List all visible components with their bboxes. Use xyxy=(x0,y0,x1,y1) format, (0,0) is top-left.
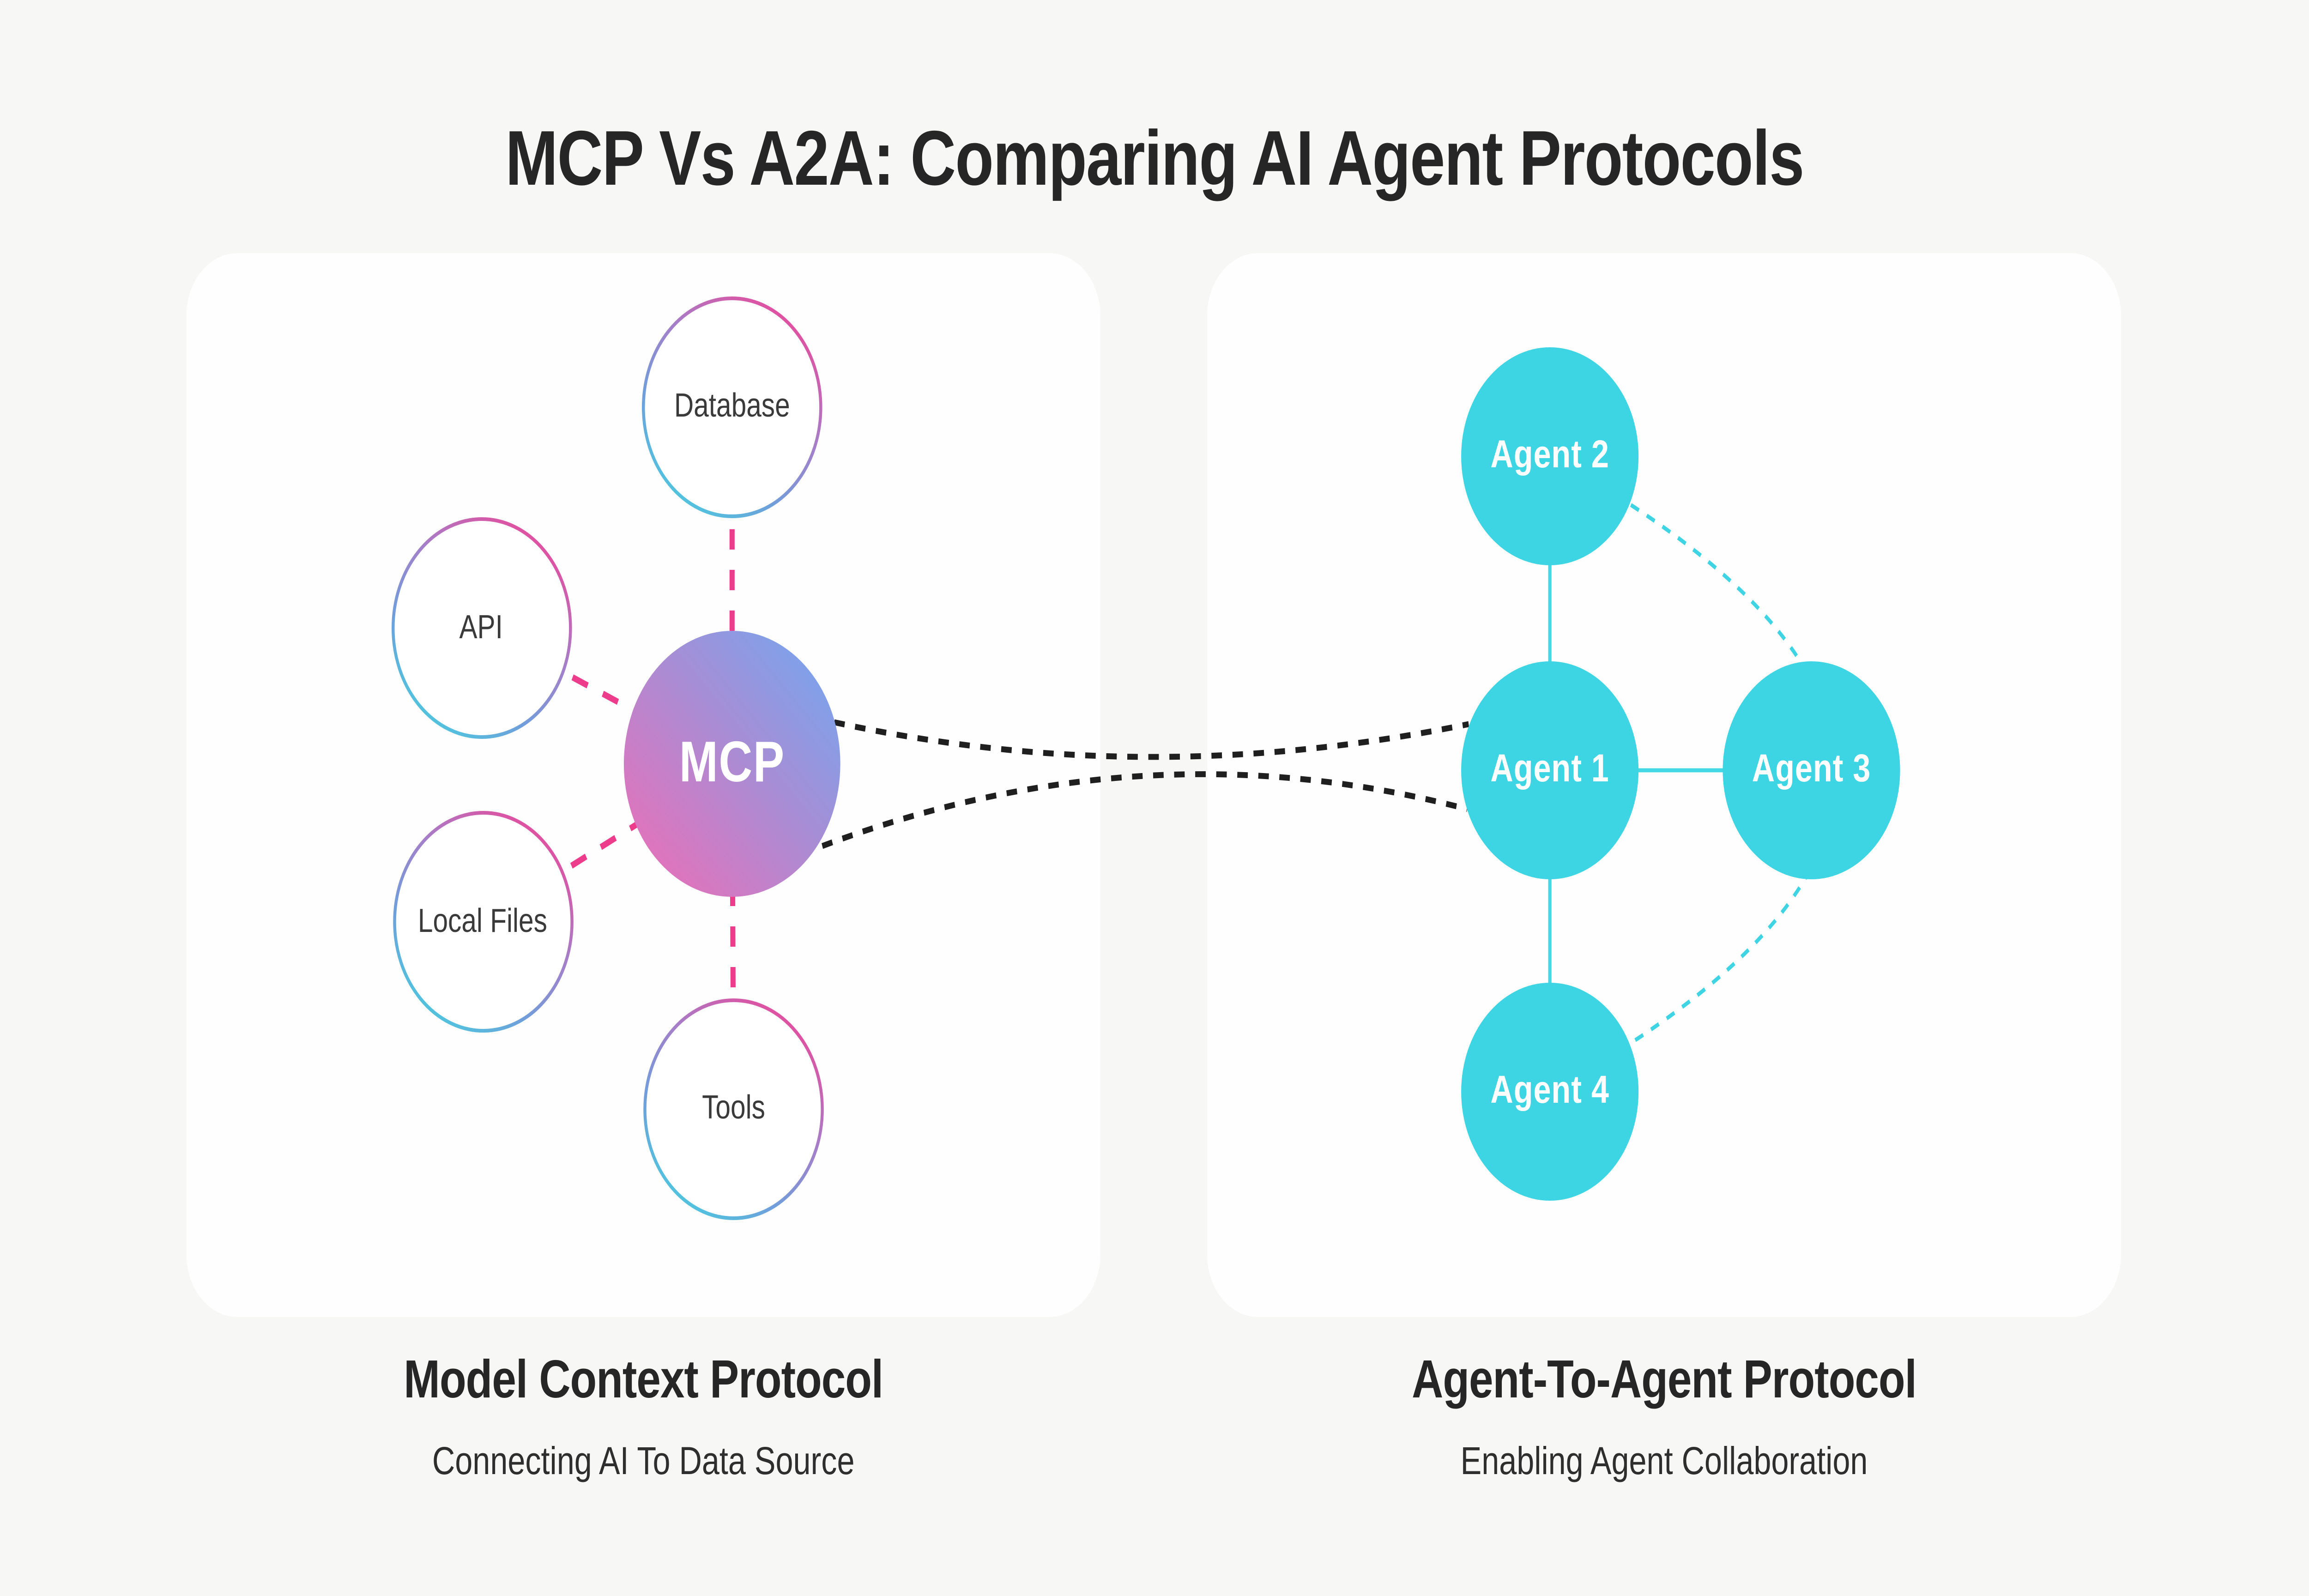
api-label: API xyxy=(459,609,503,646)
agent4-circle xyxy=(1461,983,1639,1201)
left-panel-caption: Model Context Protocol xyxy=(404,1351,883,1410)
right-panel-subcaption: Enabling Agent Collaboration xyxy=(1460,1441,1868,1483)
agent1-label: Agent 1 xyxy=(1490,748,1609,791)
agent-circles xyxy=(1461,347,1900,1201)
mcp-label: MCP xyxy=(679,730,785,794)
database-circle xyxy=(641,296,822,518)
agent2-label: Agent 2 xyxy=(1490,434,1609,477)
mcp-circle xyxy=(623,631,840,897)
left-panel-subcaption: Connecting AI To Data Source xyxy=(432,1441,855,1483)
agent1-circle xyxy=(1461,661,1639,879)
satellite-circles xyxy=(391,296,824,1220)
agent3-circle xyxy=(1723,661,1900,879)
agent2-circle xyxy=(1461,347,1639,565)
mcp-to-agent1-dotted-links xyxy=(822,719,1469,849)
database-label: Database xyxy=(674,387,790,424)
agent4-label: Agent 4 xyxy=(1490,1070,1609,1112)
page-title: MCP Vs A2A: Comparing AI Agent Protocols xyxy=(505,115,1804,201)
right-panel xyxy=(1207,253,2122,1317)
agent3-label: Agent 3 xyxy=(1752,748,1871,791)
tools-label: Tools xyxy=(702,1089,765,1126)
tools-circle xyxy=(643,998,824,1220)
api-circle xyxy=(391,517,572,739)
right-panel-caption: Agent-To-Agent Protocol xyxy=(1412,1351,1917,1410)
local-files-circle xyxy=(393,811,574,1033)
local-files-label: Local Files xyxy=(417,902,547,939)
